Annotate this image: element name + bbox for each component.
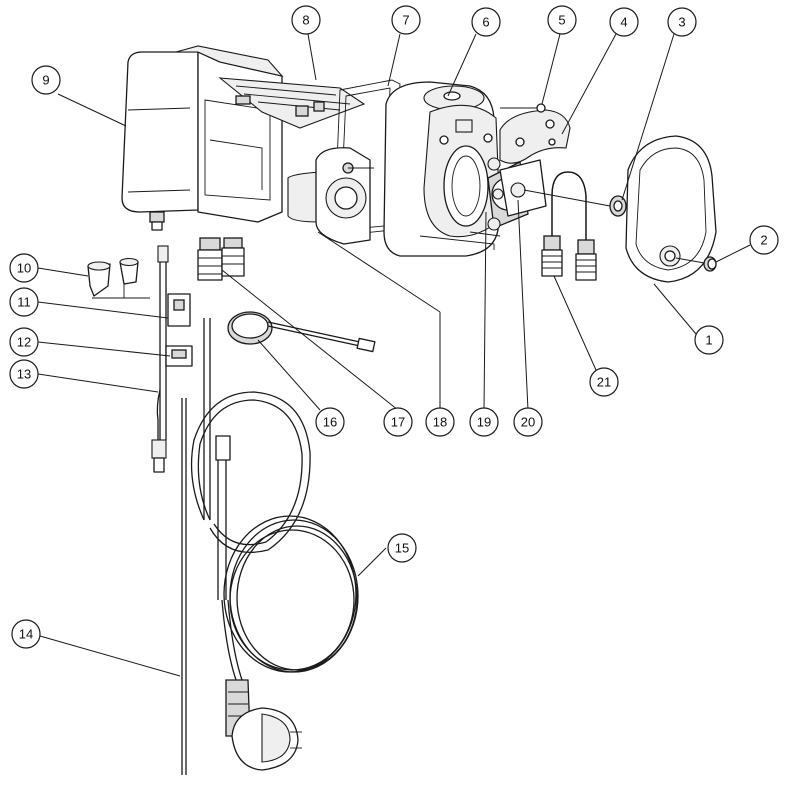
part-sensor [227, 311, 376, 353]
part-circuit-board [218, 77, 366, 129]
callout-21: 21 [589, 367, 619, 397]
callout-10: 10 [9, 253, 39, 283]
part-o-ring [609, 195, 627, 217]
svg-text:20: 20 [521, 415, 535, 430]
callout-12: 12 [9, 327, 39, 357]
part-rotor-shaft [499, 159, 611, 217]
svg-text:21: 21 [597, 375, 611, 390]
part-knob [703, 256, 717, 272]
svg-text:4: 4 [620, 15, 627, 30]
part-probe-cable [181, 318, 311, 775]
svg-text:19: 19 [477, 415, 491, 430]
svg-text:18: 18 [433, 415, 447, 430]
svg-text:13: 13 [17, 367, 31, 382]
svg-text:11: 11 [17, 295, 31, 310]
part-screw [500, 103, 546, 113]
callout-4: 4 [609, 7, 639, 37]
svg-text:15: 15 [395, 541, 409, 556]
callout-15: 15 [387, 533, 417, 563]
callout-8: 8 [291, 5, 321, 35]
callout-16: 16 [315, 407, 345, 437]
svg-text:17: 17 [391, 415, 405, 430]
svg-text:7: 7 [402, 13, 409, 28]
part-cover-plate [499, 109, 571, 164]
svg-text:8: 8 [302, 13, 309, 28]
svg-text:12: 12 [17, 335, 31, 350]
svg-text:10: 10 [17, 261, 31, 276]
svg-text:3: 3 [678, 15, 685, 30]
callout-13: 13 [9, 359, 39, 389]
part-connector-assembly [151, 245, 193, 473]
callout-9: 9 [31, 65, 61, 95]
callout-18: 18 [425, 407, 455, 437]
svg-text:1: 1 [705, 333, 712, 348]
callout-5: 5 [547, 5, 577, 35]
part-tube-fittings [541, 171, 597, 281]
svg-text:16: 16 [323, 415, 337, 430]
callout-20: 20 [513, 407, 543, 437]
callout-17: 17 [383, 407, 413, 437]
callouts: 1 2 3 4 5 6 7 8 9 10 11 12 13 14 15 16 1… [9, 5, 779, 649]
leader-lines [37, 33, 751, 677]
callout-19: 19 [469, 407, 499, 437]
svg-text:2: 2 [760, 233, 767, 248]
callout-1: 1 [694, 325, 724, 355]
callout-11: 11 [9, 287, 39, 317]
svg-text:14: 14 [19, 627, 33, 642]
callout-14: 14 [11, 619, 41, 649]
part-housing-box [121, 45, 284, 231]
part-motor [287, 147, 374, 245]
callout-3: 3 [667, 7, 697, 37]
callout-7: 7 [391, 5, 421, 35]
part-front-cover [625, 135, 717, 283]
callout-2: 2 [749, 225, 779, 255]
part-caps [87, 257, 150, 299]
svg-text:5: 5 [558, 13, 565, 28]
svg-text:6: 6 [482, 15, 489, 30]
part-pump-housing [383, 81, 501, 257]
svg-text:9: 9 [42, 73, 49, 88]
part-cable-glands [197, 237, 245, 281]
callout-6: 6 [471, 7, 501, 37]
part-power-cord [221, 515, 359, 771]
